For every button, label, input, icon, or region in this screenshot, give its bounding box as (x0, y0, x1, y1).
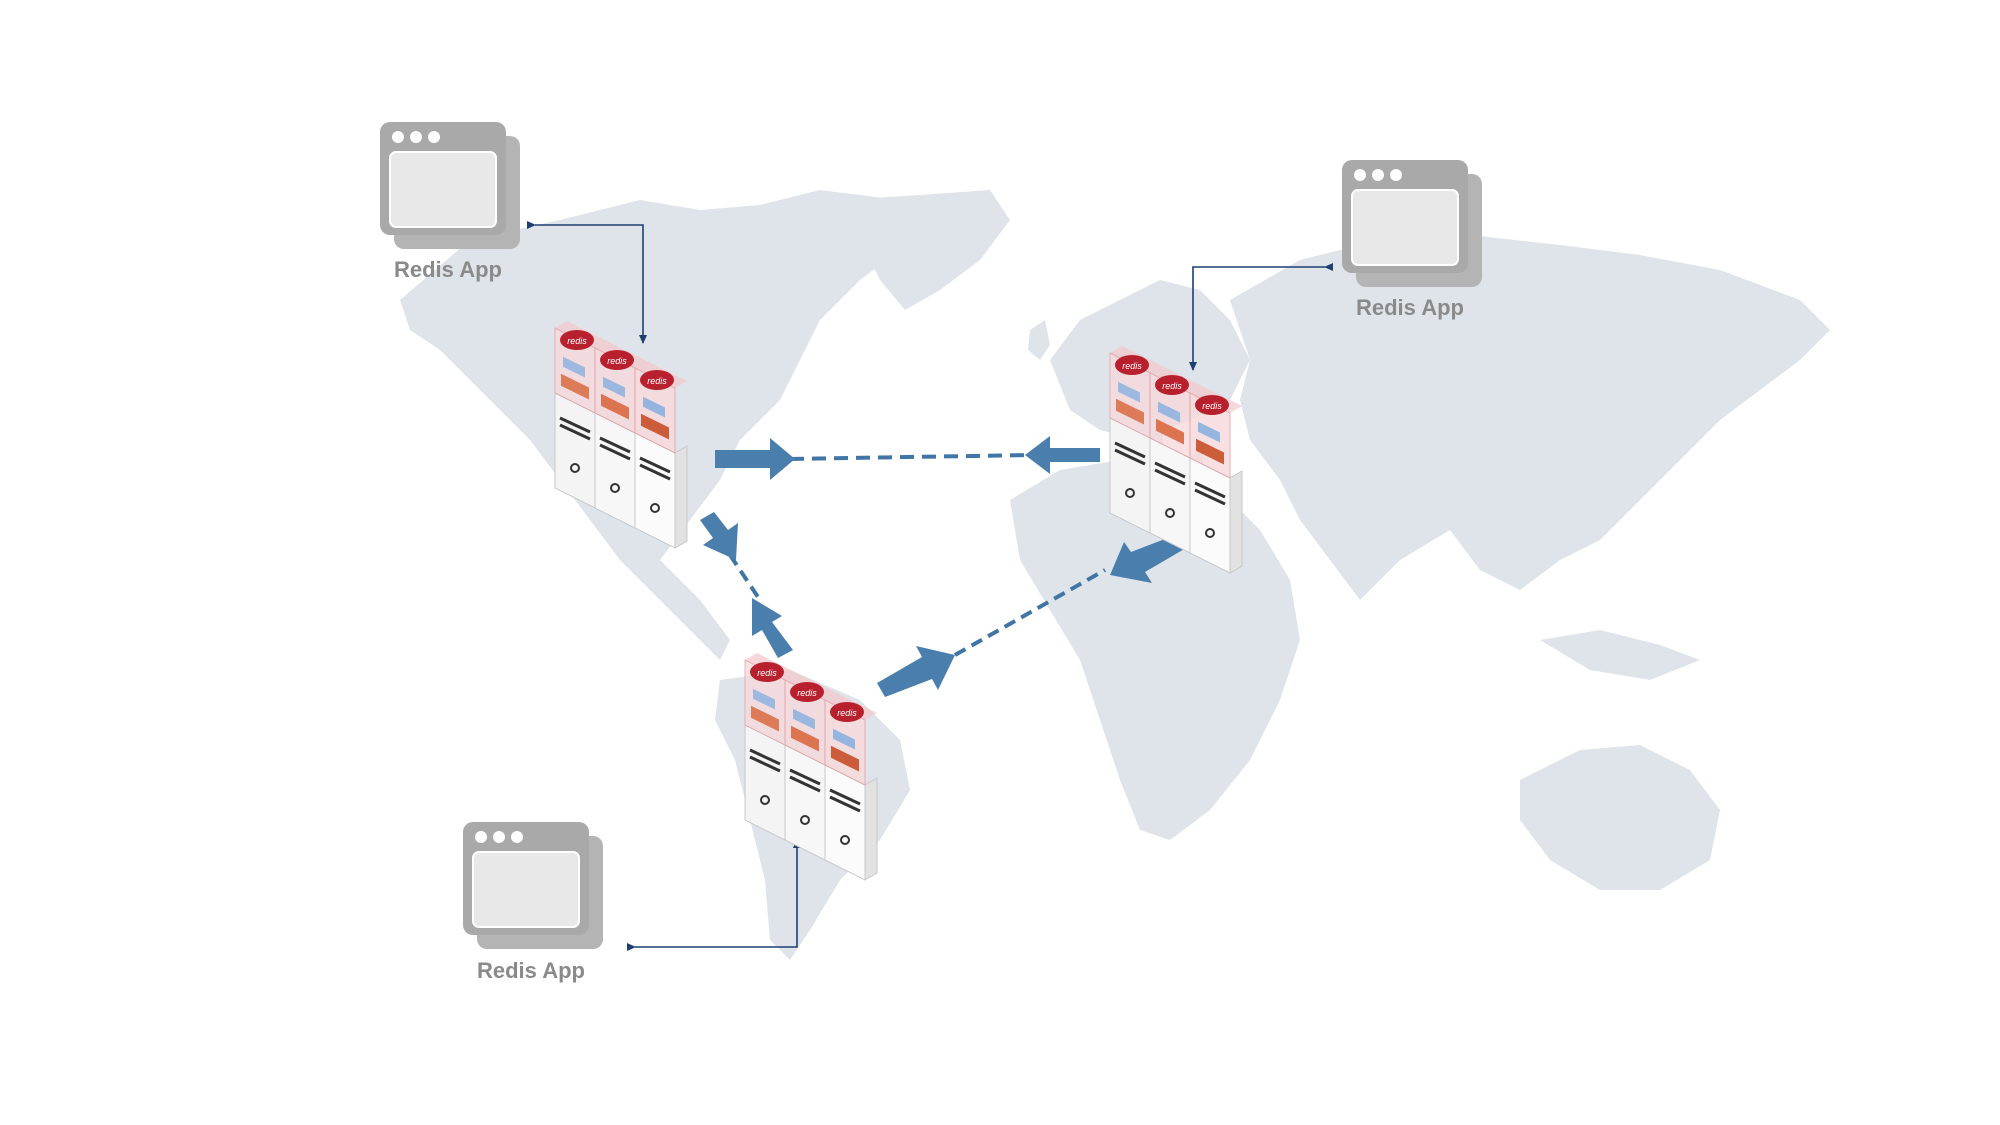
app-label-europe: Redis App (1356, 295, 1464, 320)
connector-eu (1189, 263, 1333, 371)
arrow-sa-to-eu (877, 646, 955, 697)
arrow-eu-to-sa (1110, 534, 1186, 583)
map-asia (1230, 235, 1830, 600)
replication-links (728, 453, 1106, 657)
arrow-sa-to-na (752, 598, 793, 658)
app-window-icon-eu (1341, 159, 1483, 288)
map-greenland (840, 190, 1010, 310)
app-window-icon-na (379, 121, 521, 250)
arrow-eu-to-na (1025, 436, 1100, 474)
map-australia (1520, 745, 1720, 890)
connector-na (527, 221, 647, 344)
map-indonesia (1540, 630, 1700, 680)
app-window-icon-sa (462, 821, 604, 950)
link-na-sa-dash (728, 553, 762, 602)
map-japan (1680, 380, 1715, 450)
connector-sa (627, 839, 801, 951)
replication-arrows (700, 436, 1186, 697)
arrow-na-to-eu (715, 438, 795, 480)
link-na-eu-dash (789, 453, 1031, 461)
link-eu-sa-dash (954, 568, 1106, 657)
arrow-na-to-sa (700, 512, 738, 560)
app-label-south-america: Redis App (477, 958, 585, 983)
app-connectors (527, 221, 1333, 951)
map-uk (1028, 320, 1050, 360)
app-label-north-america: Redis App (394, 257, 502, 282)
